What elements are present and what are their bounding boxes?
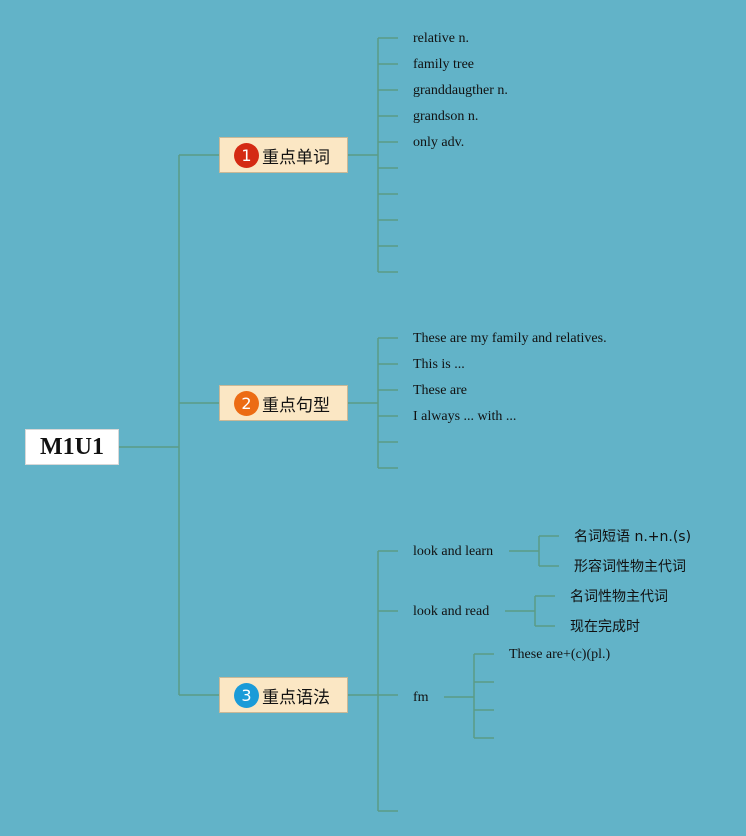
leaf-sentence[interactable]: I always ... with ...: [413, 409, 517, 424]
leaf-grammar-sub[interactable]: 名词性物主代词: [570, 589, 668, 605]
branch-label-key-sentences: 重点句型: [262, 395, 330, 416]
branch-key-grammar[interactable]: 3 重点语法: [219, 677, 348, 713]
branch-label-key-grammar: 重点语法: [262, 687, 330, 708]
leaf-word[interactable]: family tree: [413, 57, 475, 72]
leaf-word[interactable]: only adv.: [413, 135, 465, 150]
leaf-grammar-fm[interactable]: fm: [413, 690, 429, 705]
leaf-grammar-sub[interactable]: 形容词性物主代词: [574, 559, 686, 575]
number-badge-3: 3: [234, 682, 259, 708]
leaf-sentence[interactable]: This is ...: [413, 357, 465, 372]
leaf-grammar-look-and-read[interactable]: look and read: [413, 604, 490, 619]
branch-key-words[interactable]: 1 重点单词: [219, 137, 348, 173]
number-badge-1: 1: [234, 142, 259, 168]
leaf-word[interactable]: granddaugther n.: [413, 83, 508, 98]
leaf-grammar-look-and-learn[interactable]: look and learn: [413, 544, 494, 559]
leaf-word[interactable]: grandson n.: [413, 109, 479, 124]
leaf-grammar-sub[interactable]: These are+(c)(pl.): [509, 647, 611, 662]
leaf-grammar-sub[interactable]: 现在完成时: [570, 619, 640, 635]
number-badge-2: 2: [234, 390, 259, 416]
branch-key-sentences[interactable]: 2 重点句型: [219, 385, 348, 421]
leaf-sentence[interactable]: These are: [413, 383, 468, 398]
root-node[interactable]: M1U1: [25, 429, 119, 465]
root-label: M1U1: [40, 433, 104, 460]
leaf-sentence[interactable]: These are my family and relatives.: [413, 331, 607, 346]
branch-label-key-words: 重点单词: [262, 147, 330, 168]
leaf-word[interactable]: relative n.: [413, 31, 469, 46]
leaf-grammar-sub[interactable]: 名词短语 n.+n.(s): [574, 529, 692, 545]
